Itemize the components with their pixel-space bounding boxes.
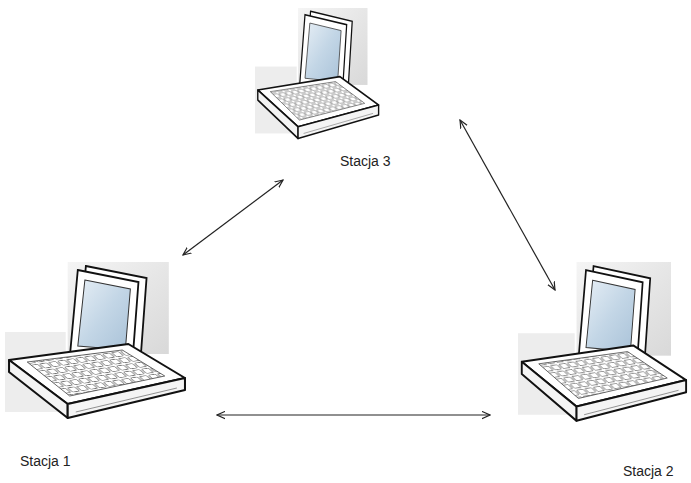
laptop-icon [5,262,187,427]
bidirectional-link [217,414,490,415]
label-holder: Stacja 2 [623,462,674,480]
laptop-station: Stacja 2 [518,262,688,430]
laptop-icon [255,8,380,146]
bidirectional-link [460,120,555,290]
laptop-station: Stacja 3 [255,8,380,146]
label-holder: Stacja 3 [340,152,391,170]
station-label: Stacja 2 [623,463,674,479]
laptop-station: Stacja 1 [5,262,187,427]
station-label: Stacja 3 [340,153,391,169]
bidirectional-link [183,180,283,255]
laptop-icon [518,262,688,430]
station-label: Stacja 1 [20,453,71,469]
label-holder: Stacja 1 [20,452,71,470]
